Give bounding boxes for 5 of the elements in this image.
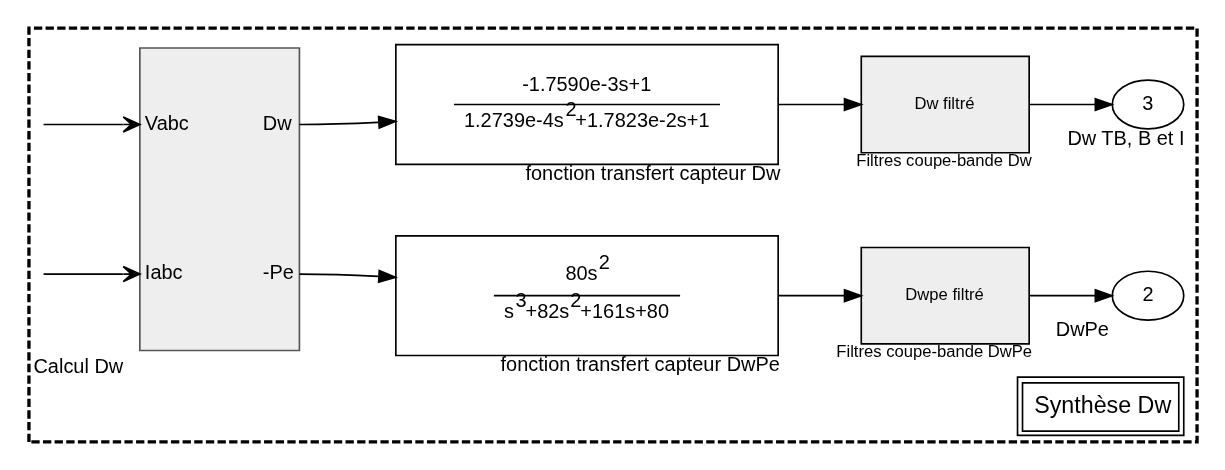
node-label: Dw TB, B et I	[1066, 127, 1184, 150]
node-label: Filtres coupe-bande Dw	[855, 151, 1032, 171]
node-label: Calcul Dw	[32, 355, 123, 378]
node-label: Filtres coupe-bande DwPe	[835, 342, 1032, 362]
node-label: DwPe	[1055, 318, 1109, 341]
